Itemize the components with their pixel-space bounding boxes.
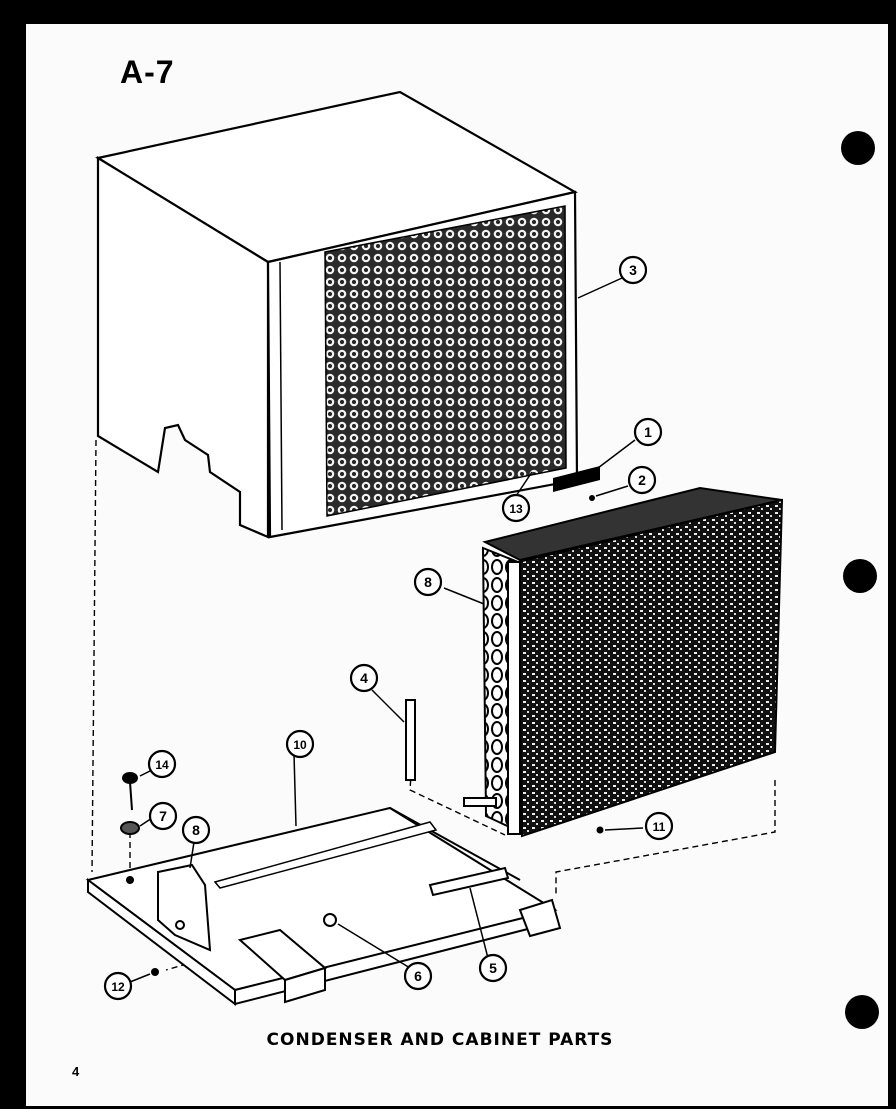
- callout-11: 11: [653, 820, 666, 834]
- callout-10: 10: [293, 738, 307, 752]
- callout-4: 4: [360, 670, 368, 686]
- cabinet: [95, 90, 579, 539]
- callout-8-bracket: 8: [192, 822, 200, 838]
- callout-1: 1: [644, 424, 652, 440]
- callout-3: 3: [629, 262, 637, 278]
- callout-13: 13: [509, 502, 523, 516]
- condenser-coil: [463, 486, 784, 838]
- base-pan: [85, 806, 562, 1007]
- callout-5: 5: [489, 960, 497, 976]
- screw-2: [589, 495, 595, 501]
- callout-2: 2: [638, 472, 646, 488]
- page-tag: A-7: [120, 54, 175, 90]
- callout-7: 7: [159, 808, 167, 824]
- callout-6: 6: [414, 968, 422, 984]
- callout-circles: [103, 255, 674, 1001]
- page-number: 4: [72, 1064, 80, 1079]
- punch-hole-middle: [843, 559, 877, 593]
- punch-hole-bottom: [845, 995, 879, 1029]
- cabinet-grille: [324, 205, 567, 517]
- nameplate: [553, 466, 600, 492]
- callout-8-coil: 8: [424, 574, 432, 590]
- punch-hole-top: [841, 131, 875, 165]
- screw-11: [596, 826, 604, 834]
- callout-14: 14: [155, 758, 169, 772]
- mounting-bolt: [120, 772, 140, 835]
- washer-12: [151, 968, 159, 976]
- brace-strip: [405, 699, 416, 781]
- diagram-caption: CONDENSER AND CABINET PARTS: [266, 1030, 614, 1050]
- leaders: [129, 277, 644, 983]
- callout-12: 12: [111, 980, 125, 994]
